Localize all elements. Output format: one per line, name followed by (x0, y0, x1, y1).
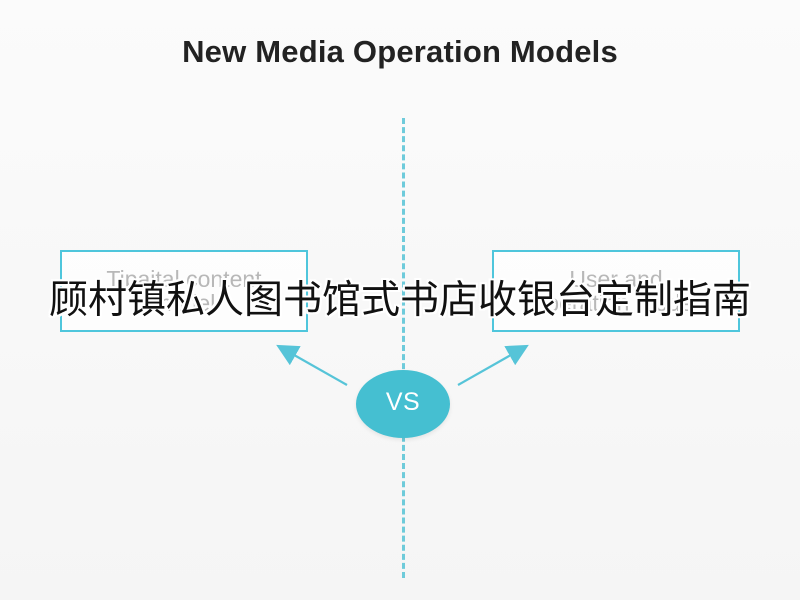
left-model-line-1: Tipaital content (106, 266, 262, 292)
overlay-headline: 顾村镇私人图书馆式书店收银台定制指南 (48, 278, 751, 323)
vs-label: VS (385, 388, 421, 416)
vs-badge: VS (356, 370, 450, 438)
right-model-line-2: operation model (533, 290, 699, 316)
diagram-title: New Media Operation Models (182, 34, 618, 69)
right-model-line-1: User and (569, 266, 663, 292)
left-model-line-2: model (152, 290, 216, 316)
left-model-box: Tipaital content model (60, 250, 308, 332)
center-divider-line (402, 118, 405, 578)
right-model-box: User and operation model (492, 250, 740, 332)
arrow-up-right-icon (457, 344, 529, 386)
arrow-up-left-icon (276, 344, 348, 386)
